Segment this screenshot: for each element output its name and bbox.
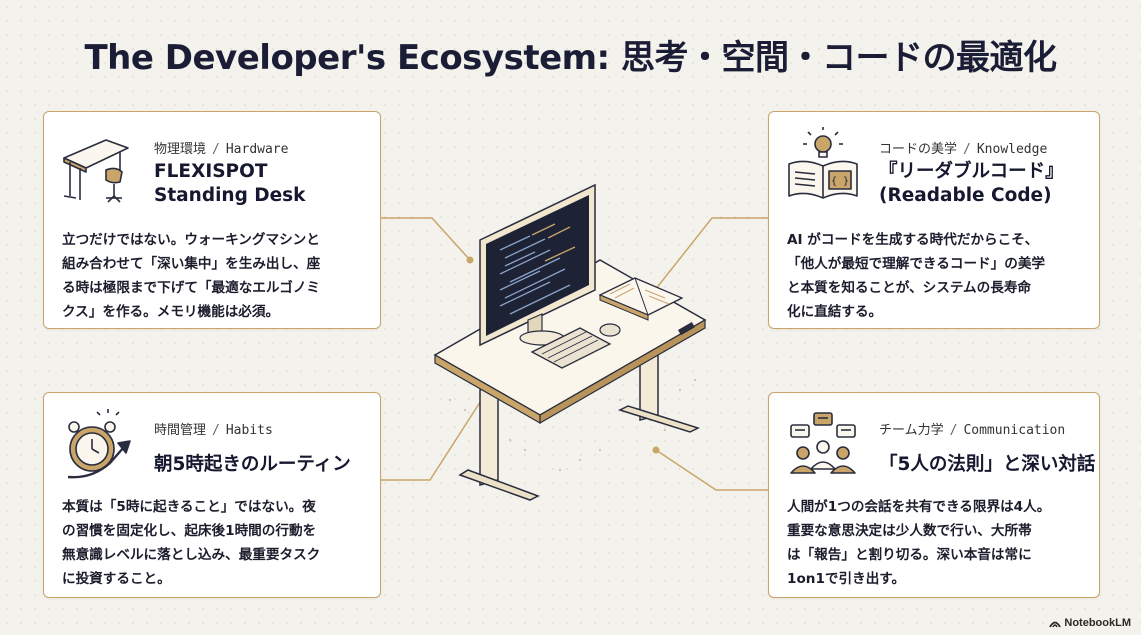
connector-communication xyxy=(655,449,768,491)
monitor xyxy=(479,183,596,347)
card-knowledge-heading: 『リーダブルコード』 (Readable Code) xyxy=(879,160,1064,208)
connector-dot-communication xyxy=(652,446,660,454)
card-hardware-heading: FLEXISPOT Standing Desk xyxy=(154,160,305,208)
card-communication-body: 人間が1つの会話を共有できる限界は4人。 重要な意思決定は少人数で行い、大所帯 … xyxy=(787,495,1085,591)
body-line: る時は極限まで下げて「最適なエルゴノミ xyxy=(62,280,321,296)
mouse xyxy=(599,323,621,337)
category-en: Knowledge xyxy=(976,142,1048,157)
card-knowledge-category: コードの美学/Knowledge xyxy=(879,142,1048,157)
heading-line-1: 朝5時起きのルーティン xyxy=(154,454,351,475)
card-habits-heading: 朝5時起きのルーティン xyxy=(154,453,351,477)
body-line: クス」を作る。メモリ機能は必須。 xyxy=(62,304,280,320)
heading-line-1: 「5人の法則」と深い対話 xyxy=(879,454,1096,475)
card-habits-body: 本質は「5時に起きること」ではない。夜 の習慣を固定化し、起床後1時間の行動を … xyxy=(62,495,366,591)
category-en: Habits xyxy=(225,423,273,438)
category-jp: 物理環境 xyxy=(154,142,207,157)
body-line: 1on1で引き出す。 xyxy=(787,571,906,587)
category-en: Communication xyxy=(963,423,1066,438)
card-communication: チーム力学/Communication 「5人の法則」と深い対話 人間が1つの会… xyxy=(768,392,1100,598)
page-title: The Developer's Ecosystem: 思考・空間・コードの最適化 xyxy=(84,38,1057,78)
body-line: は「報告」と割り切る。深い本音は常に xyxy=(787,547,1032,563)
connector-dot-hardware xyxy=(466,256,474,264)
brand-label: NotebookLM xyxy=(1064,617,1131,629)
body-line: 人間が1つの会話を共有できる限界は4人。 xyxy=(787,499,1051,515)
body-line: 重要な意思決定は少人数で行い、大所帯 xyxy=(787,523,1032,539)
body-line: 化に直結する。 xyxy=(787,304,883,320)
body-line: 本質は「5時に起きること」ではない。夜 xyxy=(62,499,316,515)
card-hardware: 物理環境/Hardware FLEXISPOT Standing Desk 立つ… xyxy=(43,111,381,329)
category-en: Hardware xyxy=(225,142,289,157)
heading-line-1: 『リーダブルコード』 xyxy=(879,161,1064,182)
heading-line-1: FLEXISPOT xyxy=(154,161,268,182)
connector-hardware xyxy=(379,217,471,261)
card-habits: 時間管理/Habits 朝5時起きのルーティン 本質は「5時に起きること」ではな… xyxy=(43,392,381,598)
category-jp: 時間管理 xyxy=(154,423,207,438)
heading-line-2: Standing Desk xyxy=(154,185,306,206)
card-communication-category: チーム力学/Communication xyxy=(879,423,1066,438)
alarm-clock-arrow-icon xyxy=(67,409,131,479)
card-communication-heading: 「5人の法則」と深い対話 xyxy=(879,453,1095,477)
body-line: に投資すること。 xyxy=(62,571,171,587)
category-jp: チーム力学 xyxy=(879,423,944,438)
standing-desk-icon xyxy=(63,139,129,203)
open-book xyxy=(598,277,684,321)
standing-desk-illustration xyxy=(433,183,707,501)
brand-watermark: NotebookLM xyxy=(1049,617,1131,629)
body-line: 組み合わせて「深い集中」を生み出し、座 xyxy=(62,256,321,272)
body-line: と本質を知ることが、システムの長寿命 xyxy=(787,280,1032,296)
body-line: 「他人が最短で理解できるコード」の美学 xyxy=(787,256,1046,272)
open-book-lightbulb-icon: { } xyxy=(788,127,858,199)
body-line: の習慣を固定化し、起床後1時間の行動を xyxy=(62,523,317,539)
category-jp: コードの美学 xyxy=(879,142,958,157)
body-line: 立つだけではない。ウォーキングマシンと xyxy=(62,232,320,248)
notebooklm-logo-icon xyxy=(1049,621,1062,628)
card-hardware-body: 立つだけではない。ウォーキングマシンと 組み合わせて「深い集中」を生み出し、座 … xyxy=(62,228,366,324)
card-knowledge-body: AI がコードを生成する時代だからこそ、 「他人が最短で理解できるコード」の美学… xyxy=(787,228,1085,324)
card-habits-category: 時間管理/Habits xyxy=(154,423,273,438)
connector-knowledge xyxy=(654,217,768,291)
card-knowledge: { } コードの美学/Knowledge 『リーダブルコード』 (Readabl… xyxy=(768,111,1100,329)
keyboard xyxy=(530,327,612,369)
card-hardware-category: 物理環境/Hardware xyxy=(154,142,289,157)
heading-line-2: (Readable Code) xyxy=(879,185,1052,206)
team-chat-icon xyxy=(790,412,856,474)
svg-text:{ }: { } xyxy=(831,176,849,187)
body-line: 無意識レベルに落とし込み、最重要タスク xyxy=(62,547,321,563)
body-line: AI がコードを生成する時代だからこそ、 xyxy=(787,232,1039,248)
